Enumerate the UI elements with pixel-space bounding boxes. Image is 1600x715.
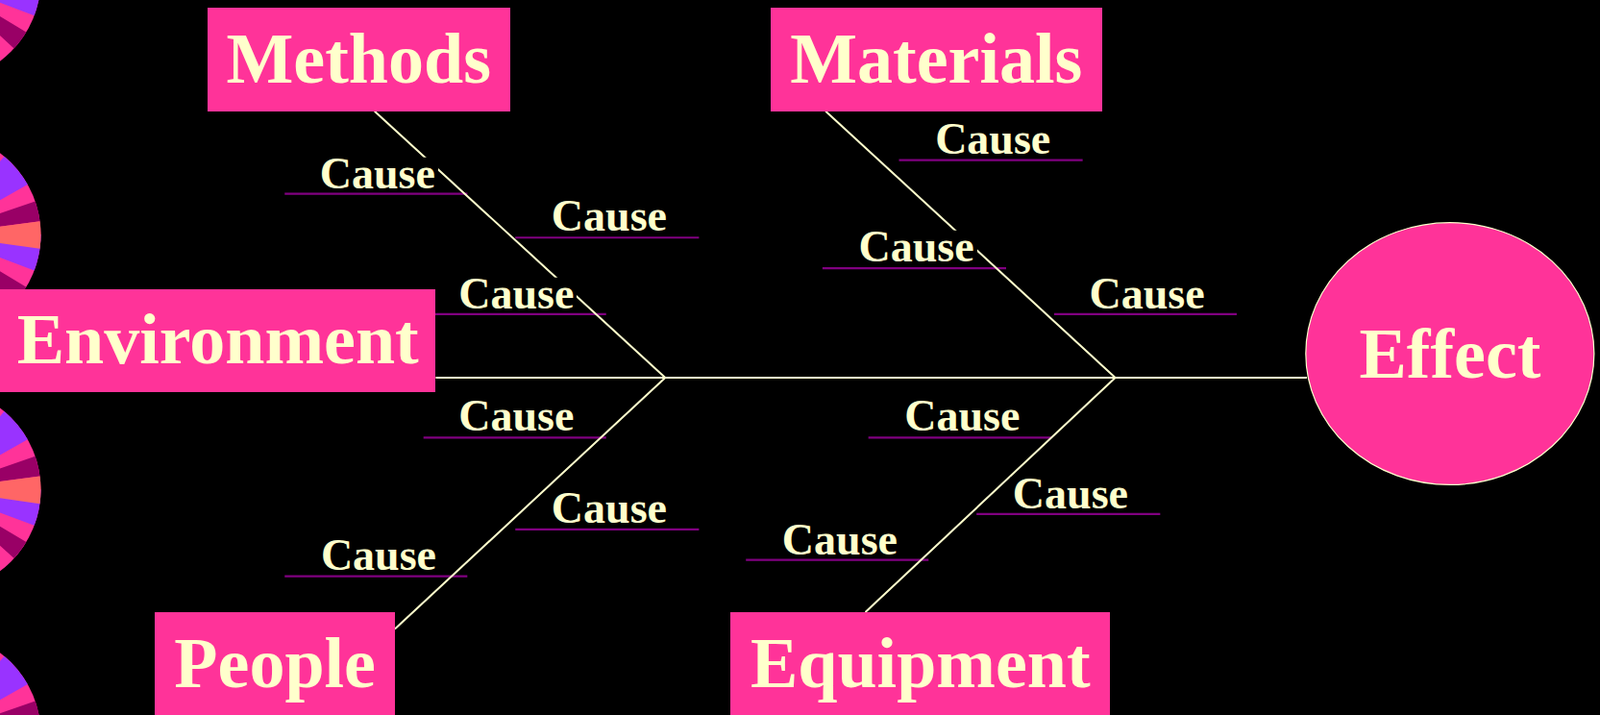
cause-label: Cause <box>548 492 670 526</box>
category-box: Methods <box>207 7 511 111</box>
fishbone-line <box>374 111 1307 378</box>
cause-underline <box>976 513 1160 516</box>
cause-label: Cause <box>455 399 577 434</box>
cause-label: Cause <box>855 230 977 265</box>
category-label: Equipment <box>750 624 1091 703</box>
cause-label: Cause <box>1009 477 1132 512</box>
cause-label: Cause <box>932 123 1054 157</box>
cause-underline <box>868 436 1052 439</box>
cause-underline <box>284 193 468 196</box>
fishbone-line <box>865 377 1307 613</box>
category-box: Materials <box>770 7 1103 111</box>
category-label: Effect <box>1358 315 1541 394</box>
ornament-circle <box>0 0 41 82</box>
cause-underline <box>284 575 468 578</box>
cause-label: Cause <box>318 538 440 572</box>
cause-label: Cause <box>901 399 1023 434</box>
category-label: People <box>173 624 376 703</box>
category-box: Environment <box>0 289 436 393</box>
ornament-circle <box>0 632 41 715</box>
cause-underline <box>515 236 699 239</box>
fishbone-line <box>394 377 1307 630</box>
cause-label: Cause <box>1085 277 1207 312</box>
cause-label: Cause <box>317 156 439 191</box>
cause-label: Cause <box>455 277 577 312</box>
category-box: Equipment <box>730 612 1110 715</box>
category-label: Environment <box>17 300 419 379</box>
ornament-circle <box>0 387 41 591</box>
ellipse-shape <box>1305 222 1595 486</box>
cause-underline <box>1054 313 1237 316</box>
cause-underline <box>423 313 607 316</box>
cause-underline <box>745 559 929 562</box>
category-label: Materials <box>789 20 1083 99</box>
fishbone-line <box>825 111 1306 378</box>
cause-underline <box>515 528 699 531</box>
cause-underline <box>822 267 1007 270</box>
category-label: Methods <box>226 20 492 99</box>
cause-label: Cause <box>548 199 670 234</box>
cause-underline <box>423 436 607 439</box>
cause-underline <box>899 159 1084 162</box>
cause-label: Cause <box>779 522 901 557</box>
effect-ellipse: Effect <box>1304 221 1597 487</box>
category-box: People <box>154 612 395 715</box>
